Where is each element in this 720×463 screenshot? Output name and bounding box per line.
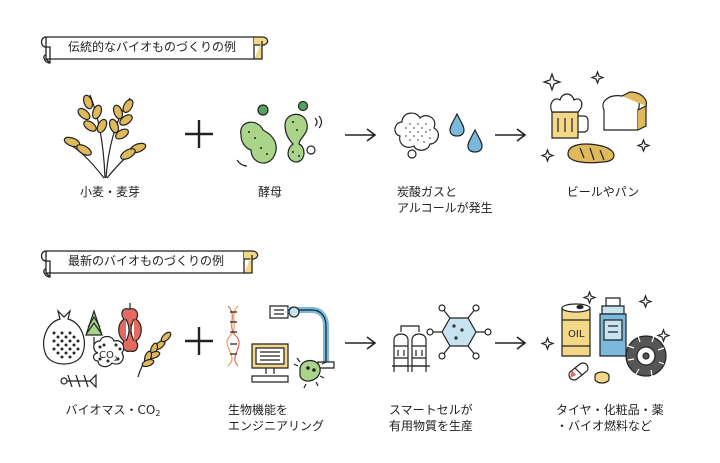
water-drops-icon: [449, 112, 483, 153]
traditional-banner: 伝統的なバイオものづくりの例: [40, 33, 270, 64]
wheat-icon: [63, 94, 147, 179]
arrow-right-icon: [495, 128, 527, 142]
traditional-banner-title: 伝統的なバイオものづくりの例: [68, 40, 237, 54]
yeast-icon: [236, 100, 323, 167]
scroll-ribbon-icon: [40, 250, 259, 278]
scroll-ribbon-icon: [40, 36, 269, 64]
oil-drum-text: OIL: [568, 329, 585, 340]
latest-banner: 最新のバイオものづくりの例: [40, 247, 260, 278]
arrow-right-icon: [345, 128, 377, 142]
wheat-label: 小麦・麦芽: [79, 185, 140, 199]
biomass-icon: CO2: [43, 303, 172, 389]
products-label-line1: タイヤ・化粧品・薬: [556, 403, 664, 417]
smart-cell-label-line1: スマートセルが: [389, 403, 473, 417]
co2-cloud-text: CO2: [99, 350, 118, 363]
gas-label-line1: 炭酸ガスと: [397, 185, 458, 199]
engineering-label-line1: 生物機能を: [228, 403, 289, 417]
plus-icon: [185, 327, 213, 355]
biomass-label-text: バイオマス・CO: [65, 403, 156, 417]
engineering-label-line2: エンジニアリング: [228, 419, 325, 433]
latest-banner-title: 最新のバイオものづくりの例: [68, 254, 225, 268]
arrow-right-icon: [345, 336, 377, 350]
bioengineering-icon: [226, 305, 335, 389]
smart-cell-label-line2: 有用物質を生産: [389, 419, 474, 433]
beer-and-bread-icon: [540, 70, 651, 164]
bio-products-icon: OIL: [540, 290, 671, 384]
products-label-line2: ・バイオ燃料など: [556, 419, 653, 433]
gas-label-line2: アルコールが発生: [397, 201, 493, 215]
biomass-label: バイオマス・CO2: [58, 402, 168, 422]
gas-bubbles-icon: [394, 112, 439, 159]
yeast-label: 酵母: [257, 185, 282, 199]
biomass-label-sub: 2: [155, 409, 161, 418]
arrow-right-icon: [495, 336, 527, 350]
smart-cell-factory-icon: [392, 304, 492, 372]
plus-icon: [185, 120, 213, 148]
beer-bread-label: ビールやパン: [566, 185, 640, 199]
